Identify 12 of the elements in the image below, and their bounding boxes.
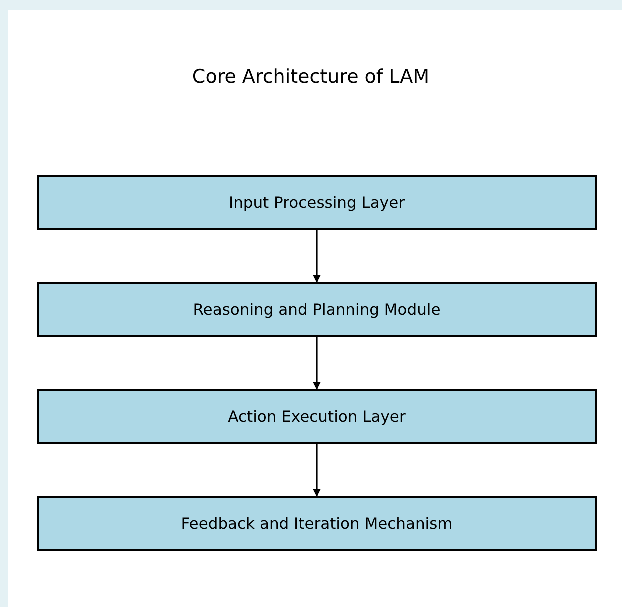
box-label: Reasoning and Planning Module: [193, 300, 441, 318]
arrow: [313, 230, 321, 283]
box-label: Action Execution Layer: [228, 408, 406, 426]
diagram-title: Core Architecture of LAM: [191, 66, 431, 88]
process-box: [37, 496, 597, 551]
box-label: Input Processing Layer: [229, 194, 405, 212]
arrow: [313, 337, 321, 390]
process-box: [37, 282, 597, 337]
box-label: Feedback and Iteration Mechanism: [181, 514, 453, 532]
arrow: [313, 444, 321, 497]
process-box: [37, 389, 597, 444]
process-box: [37, 175, 597, 230]
